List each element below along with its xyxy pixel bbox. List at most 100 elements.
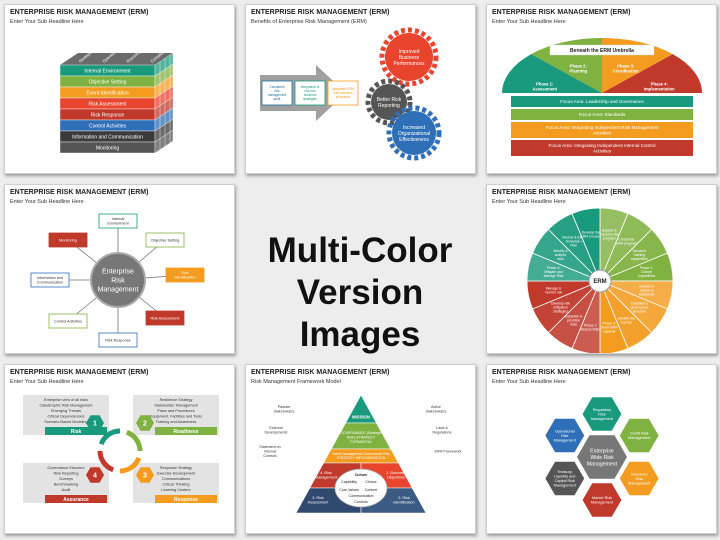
slide-subtitle: Risk Management Framework Model	[251, 379, 341, 385]
pyramid-core-label: Context	[365, 488, 377, 492]
hub-node	[165, 267, 205, 283]
gear-teeth	[365, 78, 413, 126]
umbrella-label: Beneath the ERM Umbrella	[570, 48, 634, 54]
slide-erm-hexagons[interactable]: ENTERPRISE RISK MANAGEMENT (ERM) Enter Y…	[486, 364, 717, 534]
hub-node	[48, 232, 88, 248]
wheel-segment-label: monitor risk	[545, 290, 563, 294]
erm-hub-diagram: EnterpriseRiskManagementInternalEnvironm…	[30, 213, 205, 348]
wheel-segment-label: Establish a	[631, 302, 648, 306]
hub-node	[98, 332, 138, 348]
wheel-segment-label: analyze	[555, 253, 567, 257]
slide-erm-pyramid[interactable]: ENTERPRISE RISK MANAGEMENT (ERM) Risk Ma…	[245, 364, 476, 534]
umbrella-phase-label: Phase 1:	[536, 81, 553, 86]
slide-title: ENTERPRISE RISK MANAGEMENT (ERM)	[251, 369, 390, 376]
wheel-segment-label: Manage &	[546, 286, 562, 290]
risk-hexagon-label: Capital Risk	[555, 479, 575, 483]
hub-label: Management	[98, 286, 139, 293]
slide-erm-hub[interactable]: ENTERPRISE RISK MANAGEMENT (ERM) Enter Y…	[4, 184, 235, 354]
cube-top-face	[60, 53, 173, 65]
wheel-segment-label: Culture	[641, 270, 652, 274]
cycle-card-line: Emerging Threats	[51, 409, 81, 413]
pyramid-quadrant-label: 2. Risk	[398, 496, 410, 500]
wheel-segment-label: Support &	[602, 229, 618, 233]
hub-node	[145, 310, 185, 326]
risk-hexagon	[618, 460, 660, 497]
pyramid-quadrant-label: Assessment	[308, 501, 330, 505]
focus-area-label: Focus Area: Leadership and Governance	[560, 99, 644, 104]
hub-node-label: Risk Response	[105, 338, 131, 342]
cycle-card-line: Governance Structure	[47, 466, 84, 470]
slide-erm-cube[interactable]: ENTERPRISE RISK MANAGEMENT (ERM) Enter Y…	[4, 4, 235, 174]
slide-erm-umbrella[interactable]: ENTERPRISE RISK MANAGEMENT (ERM) Enter Y…	[486, 4, 717, 174]
hub-node-label: Information and	[37, 276, 63, 280]
benefit-input-label: risk into	[305, 89, 316, 93]
risk-hexagon	[618, 417, 660, 454]
wheel-segment-label: Review & ERM	[562, 236, 585, 240]
cycle-card-label: Readiness	[173, 429, 198, 435]
wheel-core	[588, 269, 612, 293]
cycle-card-line: Resilience Strategy	[160, 398, 193, 402]
focus-area-label: Activities	[593, 148, 612, 153]
cycle-number-hex	[86, 467, 104, 483]
benefit-input-label: audit	[274, 97, 281, 101]
wheel-segment-label: Phase 2:	[584, 324, 597, 328]
pyramid-level-label: FORMATION	[350, 440, 372, 444]
benefit-input-label: strategies	[303, 97, 317, 101]
center-title: Multi-Color Version Images	[245, 230, 475, 356]
wheel-segment-label: Schedule /	[566, 240, 582, 244]
cycle-card-line: Benchmarking	[54, 483, 78, 487]
cube-layer-side	[154, 129, 174, 154]
risk-hexagon-label: Operational	[555, 429, 575, 433]
risk-hexagon-label: Management	[591, 417, 614, 421]
cycle-card-label: Assurance	[63, 497, 89, 503]
focus-area-label: Focus Area: Integrating Independent Inte…	[548, 143, 655, 148]
slide-title: ENTERPRISE RISK MANAGEMENT (ERM)	[10, 189, 149, 196]
pyramid-side-label: Stakeholders	[274, 410, 295, 414]
hub-node-label: Identification	[174, 276, 195, 280]
pyramid-core-label: Core Values	[339, 488, 359, 492]
risk-hexagon-label: Management	[628, 481, 651, 485]
pyramid-level-label: Risk) STRATEGY	[347, 435, 376, 439]
pyramid-quadrant-label: Objectives	[387, 476, 405, 480]
gear-label: Organizational	[398, 131, 430, 137]
slide-erm-wheel[interactable]: ENTERPRISE RISK MANAGEMENT (ERM) Enter Y…	[486, 184, 717, 354]
cycle-card-line: Exercise Development	[157, 472, 196, 476]
pyramid-side-label: Laws &	[436, 426, 448, 430]
focus-area-bar	[511, 109, 693, 120]
cube-layer-label: Objective Setting	[89, 80, 127, 86]
wheel-segment-label: Build ERM	[601, 326, 617, 330]
hub-node-label: Communication	[37, 281, 63, 285]
slide-subtitle: Enter Your Sub Headline Here	[492, 199, 566, 205]
risk-hexagon-label: Treasury,	[557, 470, 573, 474]
risk-hexagon-label: Risk	[561, 434, 568, 438]
wheel-segment-label: Phase 4:	[547, 266, 560, 270]
pyramid-level-label: STRATEGY IMPLEMENTATION	[337, 456, 386, 460]
pyramid-level-label: GOVERNANCE (Strategic	[340, 431, 382, 435]
gear-label: Effectiveness	[399, 137, 429, 143]
wheel-segment-label: Phase 3:	[603, 322, 616, 326]
wheel-segment	[599, 280, 629, 353]
gear-icon	[385, 33, 433, 81]
wheel-segment	[571, 207, 601, 282]
slide-erm-benefits[interactable]: ENTERPRISE RISK MANAGEMENT (ERM) Benefit…	[245, 4, 476, 174]
hub-hexagon	[577, 435, 627, 479]
cube-layer-label: Risk Response	[91, 113, 125, 119]
hub-node	[30, 272, 70, 288]
cycle-card-line: Plans and Procedures	[157, 409, 194, 413]
cycle-card-line: Critical Thinking	[163, 483, 190, 487]
risk-hexagon	[581, 482, 623, 518]
slide-erm-cycle[interactable]: ENTERPRISE RISK MANAGEMENT (ERM) Enter Y…	[4, 364, 235, 534]
cycle-number: 4	[93, 473, 97, 480]
cube-layer-label: Information and Communication	[72, 135, 143, 141]
risk-hexagon	[544, 417, 586, 454]
wheel-segment-label: Embed in	[639, 284, 653, 288]
wheel-segment-label: Mitigate and	[544, 270, 563, 274]
slide-title: ENTERPRISE RISK MANAGEMENT (ERM)	[10, 9, 149, 16]
cycle-card-line: Stakeholder Management	[154, 404, 198, 408]
umbrella-phase-label: Implementation	[644, 86, 675, 91]
cycle-number-hex	[136, 415, 154, 431]
pyramid-side-label: Regulations	[433, 431, 452, 435]
wheel-segment-label: Identify the	[618, 317, 635, 321]
